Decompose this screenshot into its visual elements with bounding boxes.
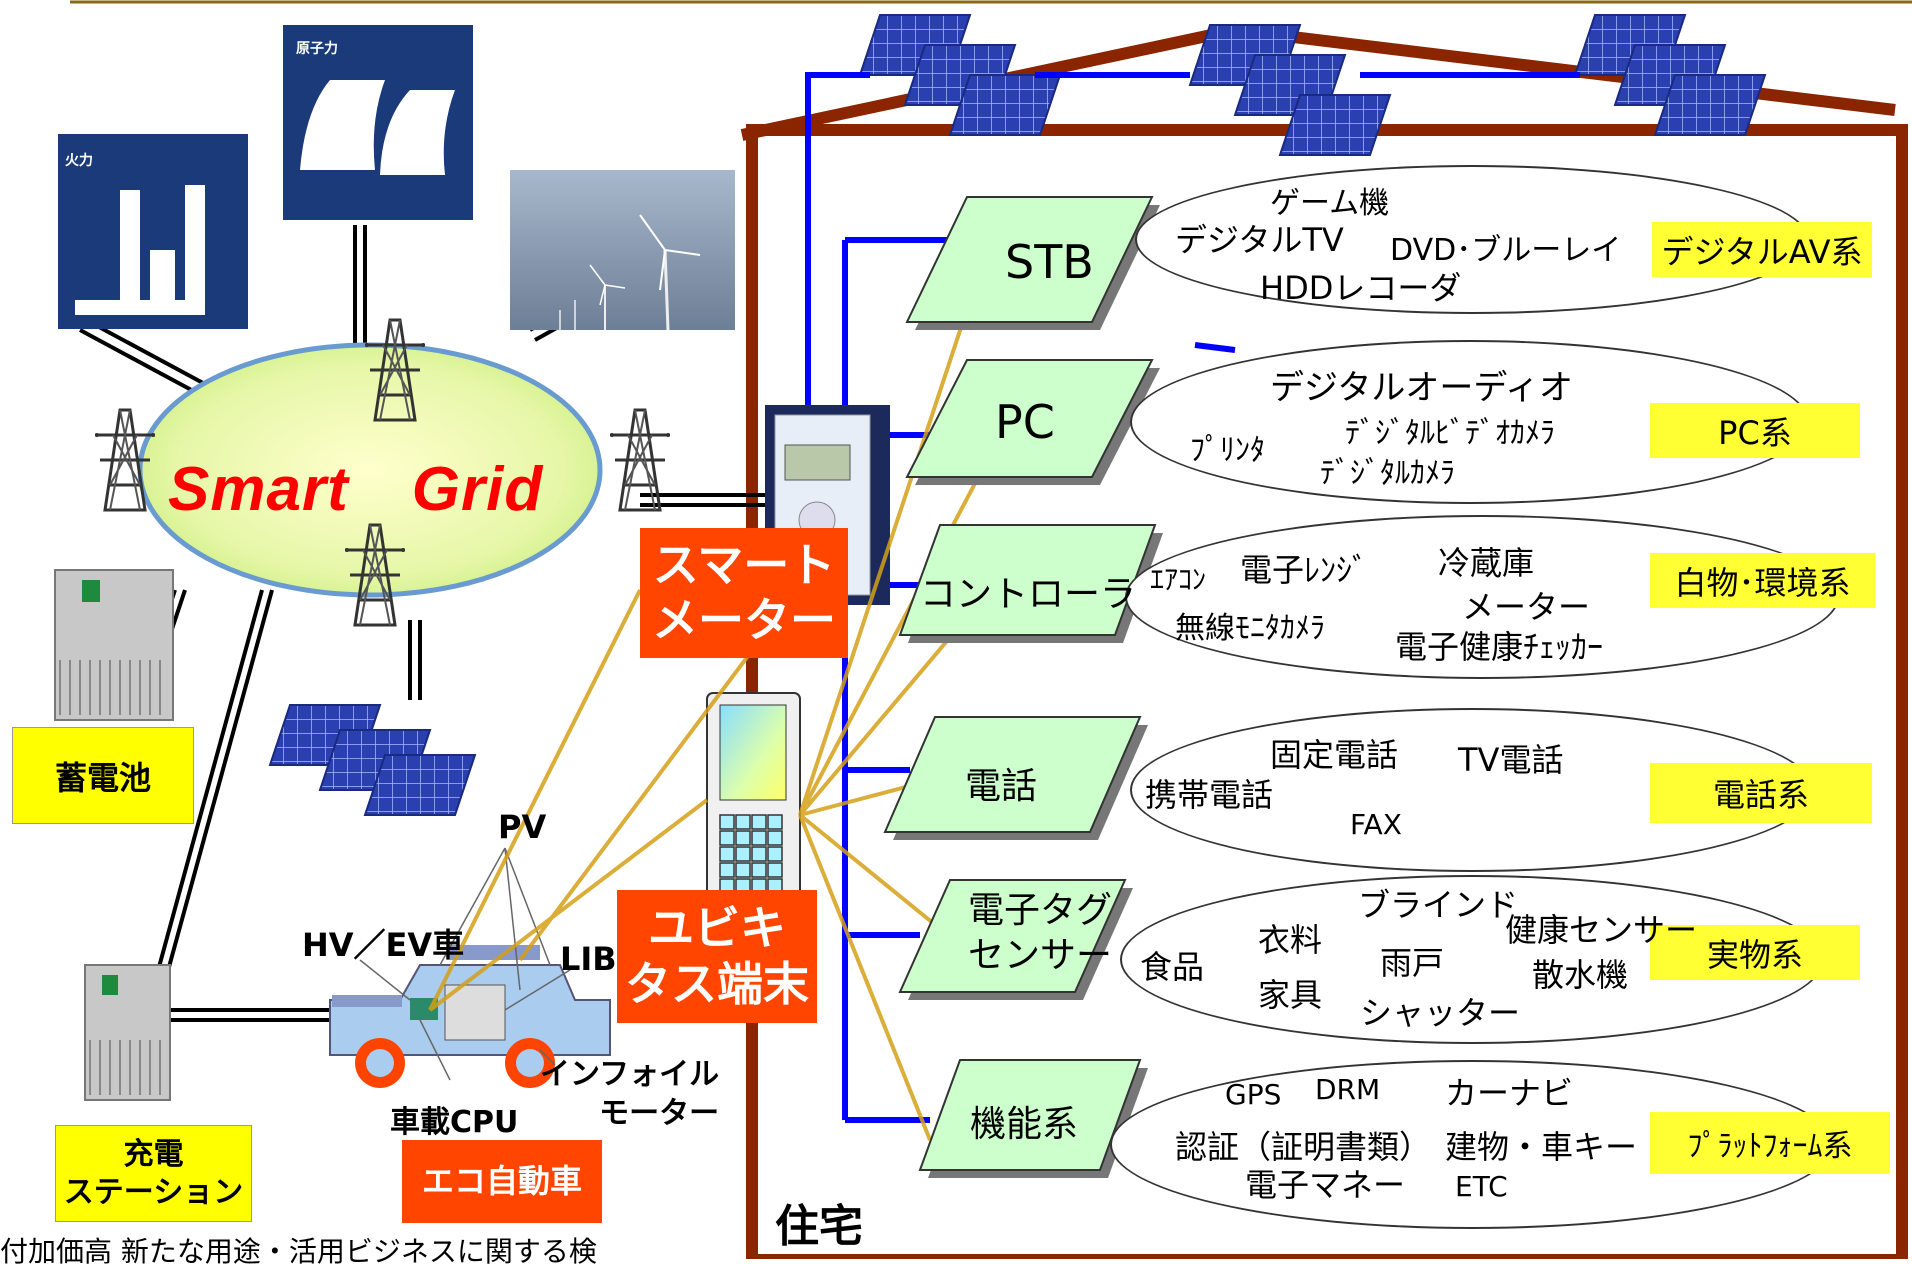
item-aircon: ｴｱｺﾝ bbox=[1150, 563, 1207, 596]
nuclear-plant-label: 原子力 bbox=[296, 41, 338, 57]
item-car-navi: カーナビ bbox=[1445, 1074, 1574, 1112]
device-controller: コントローラ bbox=[920, 574, 1137, 615]
item-digital-tv: デジタルTV bbox=[1175, 221, 1344, 259]
item-shutter: シャッター bbox=[1360, 994, 1521, 1032]
category-tag: 実物系 bbox=[1650, 925, 1860, 980]
item-fax: FAX bbox=[1350, 808, 1402, 841]
item-tv-phone: TV電話 bbox=[1458, 741, 1564, 779]
item-sprinkler: 散水機 bbox=[1532, 956, 1629, 994]
ground-solar-panels bbox=[269, 704, 476, 816]
device-pc: PC bbox=[995, 395, 1055, 449]
eco-car-illustration bbox=[329, 945, 611, 1088]
battery-cabinet bbox=[54, 569, 174, 721]
category-av: デジタルAV系 bbox=[1652, 222, 1872, 277]
item-blind: ブラインド bbox=[1358, 886, 1519, 924]
item-game: ゲーム機 bbox=[1270, 186, 1390, 221]
item-meter: メーター bbox=[1462, 588, 1591, 626]
lib-label: LIB bbox=[560, 940, 617, 978]
thermal-plant-label: 火力 bbox=[65, 153, 93, 169]
item-fridge: 冷蔵庫 bbox=[1438, 544, 1535, 582]
charging-station-label: 充電 ステーション bbox=[55, 1125, 252, 1222]
charging-station-cabinet bbox=[84, 964, 171, 1101]
item-microwave: 電子ﾚﾝｼﾞ bbox=[1240, 551, 1369, 589]
item-video-camera: ﾃﾞｼﾞﾀﾙﾋﾞﾃﾞｵｶﾒﾗ bbox=[1345, 416, 1555, 451]
item-e-money: 電子マネー bbox=[1245, 1166, 1406, 1204]
device-function: 機能系 bbox=[970, 1104, 1079, 1145]
in-wheel-motor-label: インフォイル モーター bbox=[540, 1057, 720, 1131]
car-cpu-label: 車載CPU bbox=[390, 1105, 519, 1140]
category-appliance: 白物･環境系 bbox=[1650, 553, 1875, 608]
item-building-key: 建物・車キー bbox=[1445, 1128, 1638, 1166]
house-label: 住宅 bbox=[775, 1201, 863, 1252]
wind-farm-image bbox=[510, 170, 735, 331]
item-landline: 固定電話 bbox=[1270, 736, 1399, 774]
category-pc: PC系 bbox=[1650, 403, 1860, 458]
item-printer: ﾌﾟﾘﾝﾀ bbox=[1190, 433, 1265, 468]
ubiquitous-terminal-label: ユビキ タス端末 bbox=[617, 890, 817, 1023]
item-food: 食品 bbox=[1140, 948, 1205, 986]
category-function: ﾌﾟﾗｯﾄﾌｫｰﾑ系 bbox=[1650, 1112, 1890, 1174]
item-health-checker: 電子健康ﾁｪｯｶｰ bbox=[1395, 628, 1604, 666]
ubiquitous-terminal-device bbox=[706, 692, 801, 929]
car-callout-lines bbox=[359, 847, 571, 1081]
category-phone: 電話系 bbox=[1650, 763, 1872, 823]
battery-label: 蓄電池 bbox=[12, 727, 194, 824]
item-camera: ﾃﾞｼﾞﾀﾙｶﾒﾗ bbox=[1320, 456, 1455, 491]
item-etc: ETC bbox=[1455, 1170, 1508, 1203]
nuclear-plant-image bbox=[283, 25, 473, 220]
smart-meter-label: スマート メーター bbox=[640, 528, 848, 658]
item-monitor-camera: 無線ﾓﾆﾀｶﾒﾗ bbox=[1175, 611, 1325, 646]
device-phone: 電話 bbox=[965, 766, 1038, 807]
eco-car-label: エコ自動車 bbox=[402, 1140, 602, 1223]
hv-ev-label: HV／EV車 bbox=[302, 926, 465, 964]
footer-text: 付加価高 新たな用途・活用ビジネスに関する検 bbox=[0, 1235, 597, 1268]
item-gps: GPS bbox=[1225, 1078, 1282, 1111]
device-boxes bbox=[883, 196, 1163, 1178]
device-stb: STB bbox=[1005, 235, 1094, 289]
item-dvd: DVD･ブルーレイ bbox=[1390, 233, 1622, 268]
item-health-sensor: 健康センサー bbox=[1505, 911, 1698, 949]
item-hdd: HDDレコーダ bbox=[1260, 269, 1462, 307]
pv-label: PV bbox=[498, 808, 547, 846]
smart-grid-title: Smart Grid bbox=[168, 455, 544, 524]
item-mobile: 携帯電話 bbox=[1145, 776, 1274, 814]
item-digital-audio: デジタルオーディオ bbox=[1270, 368, 1573, 408]
item-drm: DRM bbox=[1315, 1073, 1381, 1106]
item-certification: 認証（証明書類） bbox=[1175, 1128, 1432, 1166]
thermal-plant-image bbox=[58, 134, 248, 329]
item-shutter-door: 雨戸 bbox=[1380, 944, 1445, 982]
device-tag-sensor: 電子タグ センサー bbox=[968, 890, 1113, 976]
item-clothing: 衣料 bbox=[1258, 921, 1323, 959]
item-furniture: 家具 bbox=[1258, 976, 1323, 1014]
